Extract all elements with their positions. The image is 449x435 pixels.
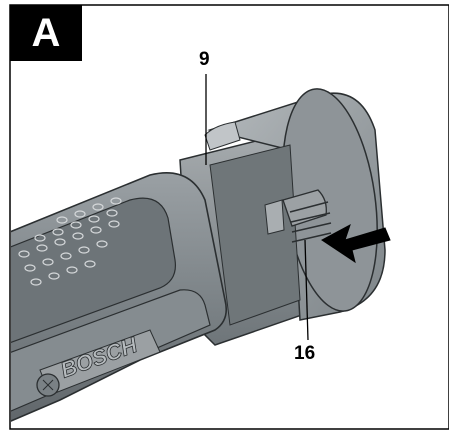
panel-label: A (10, 5, 82, 61)
push-arrow-icon (321, 223, 391, 264)
grip-dots (18, 197, 122, 286)
callout-release-button: 16 (294, 343, 316, 364)
release-button (264, 189, 332, 243)
callout-battery: 9 (199, 49, 210, 70)
callout-line-release (304, 239, 309, 341)
